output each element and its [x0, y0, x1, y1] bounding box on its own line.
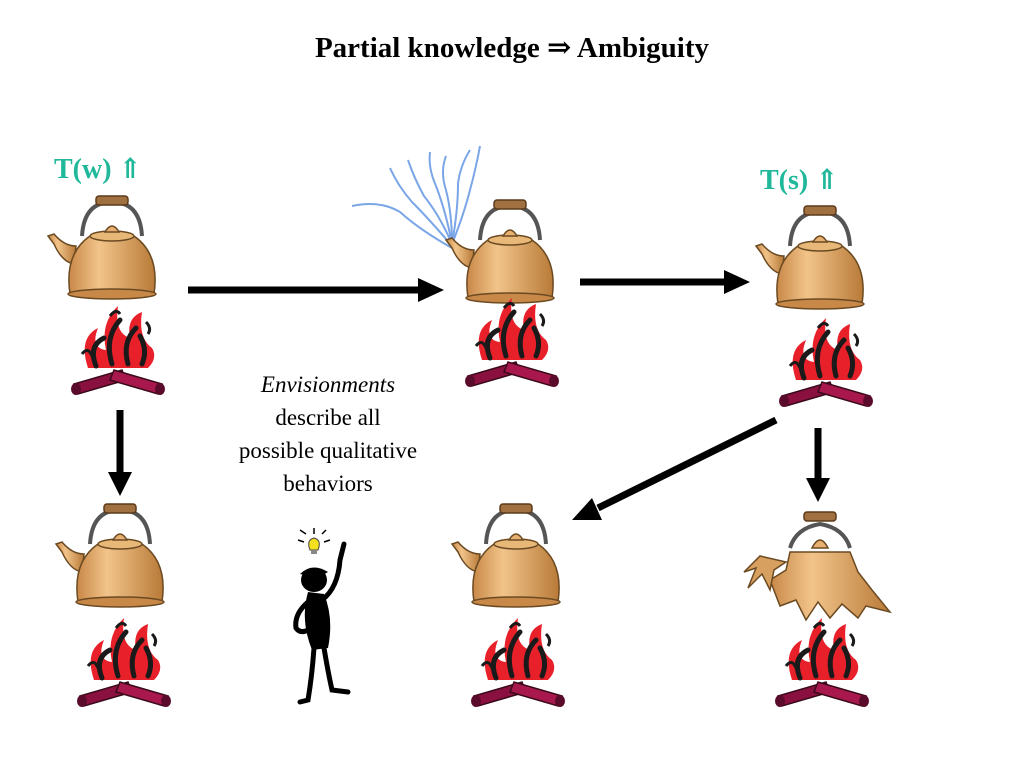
- steam-icon: [351, 145, 481, 249]
- light-bulb-icon: [297, 528, 331, 554]
- exploded-kettle-icon: [743, 511, 893, 622]
- fire-icon: [775, 618, 869, 707]
- kettle-icon: [46, 194, 158, 301]
- kettle-icon: [754, 204, 866, 311]
- caption-line-4: behaviors: [283, 471, 373, 496]
- caption-line-1: Envisionments: [260, 372, 396, 397]
- fire-icon: [779, 318, 873, 407]
- fire-icon: [71, 306, 165, 395]
- label-steam-temperature-rising: T(s) ⇑: [760, 165, 839, 196]
- label-warm-temperature-rising: T(w) ⇑: [54, 154, 143, 185]
- slide-title: Partial knowledge ⇒ Ambiguity: [314, 32, 710, 64]
- fire-icon: [77, 618, 171, 707]
- thinking-person-icon: [293, 528, 351, 705]
- arrow-warm-to-steam: [188, 278, 444, 302]
- fire-icon: [471, 618, 565, 707]
- arrow-boil-to-cool: [572, 416, 778, 520]
- caption-line-3: possible qualitative: [238, 438, 418, 463]
- arrow-boil-down: [806, 428, 830, 502]
- fire-icon: [465, 298, 559, 387]
- arrow-warm-down: [108, 410, 132, 496]
- caption-line-2: describe all: [275, 405, 381, 430]
- kettle-icon: [450, 502, 562, 609]
- envisionment-caption: Envisionments describe all possible qual…: [212, 368, 444, 500]
- arrow-steam-to-boil: [580, 270, 750, 294]
- kettle-icon: [54, 502, 166, 609]
